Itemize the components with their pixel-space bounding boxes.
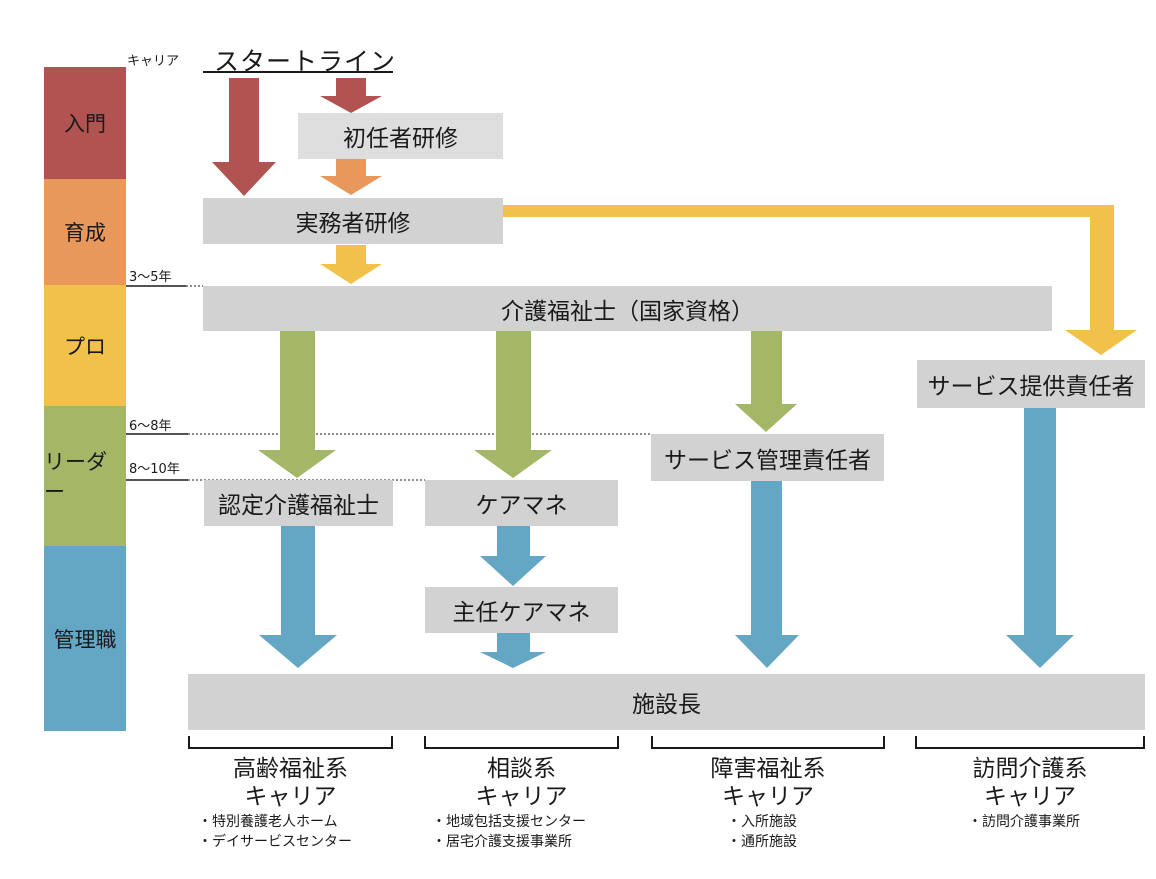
- box-shoninsha-training: 初任者研修: [298, 113, 503, 159]
- stage-entry: 入門: [44, 67, 126, 179]
- category-title-line1: 相談系: [487, 756, 556, 782]
- arrow-blue-service-teikyo: [1006, 408, 1074, 668]
- arrow-blue-service-kanri: [735, 481, 799, 668]
- box-nintei: 認定介護福祉士: [204, 480, 393, 526]
- box-shunin-caremane: 主任ケアマネ: [425, 587, 618, 633]
- category-title-line1: 訪問介護系: [972, 756, 1088, 782]
- category-title-line2: キャリア: [244, 784, 337, 810]
- list-item: ・デイサービスセンター: [198, 834, 352, 850]
- stage-manager: 管理職: [44, 546, 126, 731]
- box-label: 認定介護福祉士: [218, 493, 379, 519]
- box-caremane: ケアマネ: [425, 480, 618, 526]
- stage-training: 育成: [44, 179, 126, 285]
- box-label: 実務者研修: [295, 211, 411, 237]
- list-item: ・入所施設: [727, 814, 797, 830]
- arrow-blue-caremane: [480, 526, 546, 586]
- list-item: ・居宅介護支援事業所: [432, 834, 572, 850]
- category-title-line1: 高齢福祉系: [233, 756, 348, 782]
- box-jitsumusha-training: 実務者研修: [203, 198, 503, 244]
- list-item: ・訪問介護事業所: [968, 814, 1080, 830]
- category-elderly-title: 高齢福祉系 キャリア: [189, 755, 392, 811]
- arrow-blue-nintei: [259, 526, 337, 668]
- arrow-green-service-kanri: [735, 331, 797, 432]
- box-label: サービス管理責任者: [664, 447, 871, 474]
- list-item: ・通所施設: [727, 834, 797, 850]
- bracket-consult: [424, 736, 619, 749]
- box-service-teikyo: サービス提供責任者: [917, 360, 1145, 408]
- category-title-line2: キャリア: [475, 784, 568, 810]
- arrow-red-to-shoninsha: [320, 78, 382, 113]
- category-title-line2: キャリア: [722, 784, 814, 810]
- arrow-green-nintei: [258, 331, 336, 478]
- arrow-green-caremane: [474, 331, 552, 478]
- year-label-6-8: 6〜8年: [129, 419, 172, 434]
- box-service-kanri: サービス管理責任者: [651, 434, 884, 481]
- arrow-yellow-bend: [503, 205, 1137, 355]
- box-label: 初任者研修: [343, 126, 458, 152]
- list-item: ・特別養護老人ホーム: [198, 814, 338, 830]
- stage-pro: プロ: [44, 285, 126, 406]
- arrow-yellow: [320, 245, 382, 284]
- box-label: 主任ケアマネ: [452, 600, 591, 626]
- year-label-8-10: 8〜10年: [129, 462, 180, 477]
- stage-label: 管理職: [53, 627, 117, 652]
- bracket-home-care: [915, 736, 1145, 749]
- box-label: サービス提供責任者: [927, 374, 1135, 400]
- list-item: ・地域包括支援センター: [432, 814, 586, 830]
- arrow-red-direct: [212, 78, 276, 196]
- box-label: ケアマネ: [475, 493, 568, 519]
- category-disability-items: ・入所施設 ・通所施設: [727, 812, 797, 852]
- stage-label: 育成: [64, 221, 106, 245]
- category-title-line2: キャリア: [984, 784, 1076, 810]
- box-label: 介護福祉士（国家資格）: [501, 298, 754, 325]
- year-label-3-5: 3〜5年: [129, 270, 172, 285]
- stage-label: 入門: [64, 112, 106, 136]
- category-disability-title: 障害福祉系 キャリア: [652, 755, 884, 811]
- arrow-blue-shunin: [480, 633, 546, 668]
- arrow-orange: [320, 159, 382, 195]
- category-home-care-title: 訪問介護系 キャリア: [916, 755, 1144, 811]
- category-home-care-items: ・訪問介護事業所: [968, 812, 1080, 832]
- box-kaigofukushishi: 介護福祉士（国家資格）: [203, 286, 1052, 331]
- stage-leader: リーダー: [44, 406, 126, 546]
- bracket-elderly: [188, 736, 393, 749]
- stage-label: プロ: [64, 334, 106, 359]
- bracket-disability: [651, 736, 885, 749]
- category-elderly-items: ・特別養護老人ホーム ・デイサービスセンター: [198, 812, 352, 852]
- category-consult-items: ・地域包括支援センター ・居宅介護支援事業所: [432, 812, 586, 852]
- box-label: 施設長: [632, 692, 701, 718]
- category-title-line1: 障害福祉系: [710, 756, 826, 782]
- stage-label: リーダー: [44, 450, 107, 504]
- category-consult-title: 相談系 キャリア: [425, 755, 618, 811]
- career-label: キャリア: [127, 54, 180, 69]
- box-shisetsucho: 施設長: [188, 674, 1145, 730]
